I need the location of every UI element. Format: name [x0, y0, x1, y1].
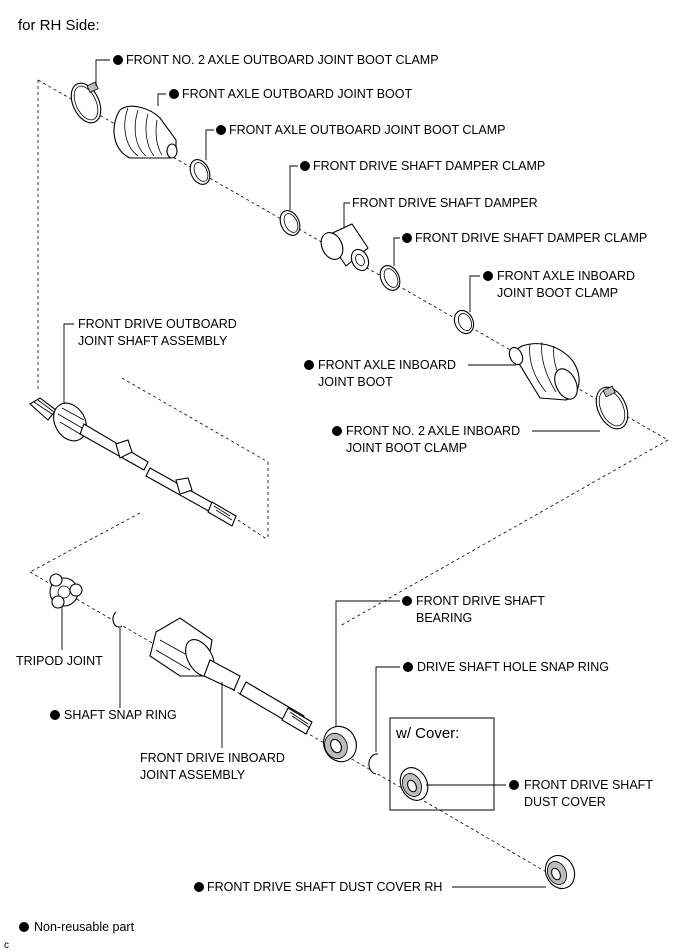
- outboard-no2-boot-clamp-drawing: [70, 81, 102, 124]
- non-reusable-marker: [300, 161, 310, 171]
- label-outboard-boot-clamp: FRONT AXLE OUTBOARD JOINT BOOT CLAMP: [229, 123, 505, 137]
- inboard-boot-clamp-drawing: [453, 309, 475, 335]
- label-outboard-joint-boot: FRONT AXLE OUTBOARD JOINT BOOT: [182, 87, 412, 101]
- outboard-boot-clamp-drawing: [189, 159, 211, 185]
- label-dust-cover-rh: FRONT DRIVE SHAFT DUST COVER RH: [207, 880, 442, 894]
- non-reusable-marker: [113, 55, 123, 65]
- non-reusable-marker: [169, 89, 179, 99]
- damper-clamp-2-drawing: [379, 265, 401, 291]
- non-reusable-marker: [402, 233, 412, 243]
- cover-box: [389, 717, 495, 811]
- drive-shaft-bearing-drawing: [323, 725, 357, 763]
- label-hole-snap-ring: DRIVE SHAFT HOLE SNAP RING: [417, 660, 609, 674]
- label-inboard-boot-clamp-1: FRONT AXLE INBOARD: [497, 269, 635, 283]
- drive-shaft-damper-drawing: [320, 223, 370, 272]
- label-bearing-2: BEARING: [416, 611, 472, 625]
- page-title: for RH Side:: [18, 17, 100, 34]
- outboard-joint-shaft-drawing: [29, 397, 237, 527]
- shaft-snap-ring-drawing: [112, 611, 123, 628]
- cover-box-title: w/ Cover:: [395, 725, 459, 742]
- label-inboard-no2-clamp-2: JOINT BOOT CLAMP: [346, 441, 467, 455]
- non-reusable-marker: [50, 710, 60, 720]
- label-damper-clamp-1: FRONT DRIVE SHAFT DAMPER CLAMP: [313, 159, 545, 173]
- label-inboard-boot-clamp-2: JOINT BOOT CLAMP: [497, 286, 618, 300]
- inboard-joint-assembly-drawing: [149, 617, 313, 735]
- non-reusable-marker: [332, 426, 342, 436]
- label-drive-shaft-damper: FRONT DRIVE SHAFT DAMPER: [352, 196, 538, 210]
- damper-clamp-1-drawing: [279, 210, 301, 236]
- dust-cover-boxed-drawing: [399, 767, 429, 801]
- legend-label: Non-reusable part: [34, 920, 135, 934]
- label-tripod-joint: TRIPOD JOINT: [16, 654, 103, 668]
- inboard-joint-boot-drawing: [508, 341, 580, 401]
- label-outboard-shaft-2: JOINT SHAFT ASSEMBLY: [78, 334, 228, 348]
- inboard-no2-boot-clamp-drawing: [595, 385, 629, 430]
- label-dust-cover-2: DUST COVER: [524, 795, 606, 809]
- non-reusable-marker: [403, 662, 413, 672]
- label-outboard-shaft-1: FRONT DRIVE OUTBOARD: [78, 317, 237, 331]
- tripod-joint-drawing: [49, 573, 83, 609]
- non-reusable-marker: [304, 360, 314, 370]
- label-outboard-no2-boot-clamp: FRONT NO. 2 AXLE OUTBOARD JOINT BOOT CLA…: [126, 53, 439, 67]
- legend-non-reusable-icon: [19, 922, 29, 932]
- hole-snap-ring-drawing: [368, 753, 379, 775]
- label-inboard-joint-1: FRONT DRIVE INBOARD: [140, 751, 285, 765]
- label-inboard-boot-2: JOINT BOOT: [318, 375, 393, 389]
- label-damper-clamp-2: FRONT DRIVE SHAFT DAMPER CLAMP: [415, 231, 647, 245]
- footer-code: c: [4, 940, 9, 951]
- label-shaft-snap-ring: SHAFT SNAP RING: [64, 708, 177, 722]
- non-reusable-marker: [402, 596, 412, 606]
- label-dust-cover-1: FRONT DRIVE SHAFT: [524, 778, 653, 792]
- non-reusable-marker: [194, 882, 204, 892]
- label-inboard-joint-2: JOINT ASSEMBLY: [140, 768, 246, 782]
- dust-cover-rh-drawing: [544, 854, 576, 890]
- non-reusable-marker: [509, 780, 519, 790]
- label-bearing-1: FRONT DRIVE SHAFT: [416, 594, 545, 608]
- non-reusable-marker: [216, 125, 226, 135]
- label-inboard-boot-1: FRONT AXLE INBOARD: [318, 358, 456, 372]
- label-inboard-no2-clamp-1: FRONT NO. 2 AXLE INBOARD: [346, 424, 520, 438]
- non-reusable-marker: [483, 271, 493, 281]
- outboard-joint-boot-drawing: [113, 105, 178, 159]
